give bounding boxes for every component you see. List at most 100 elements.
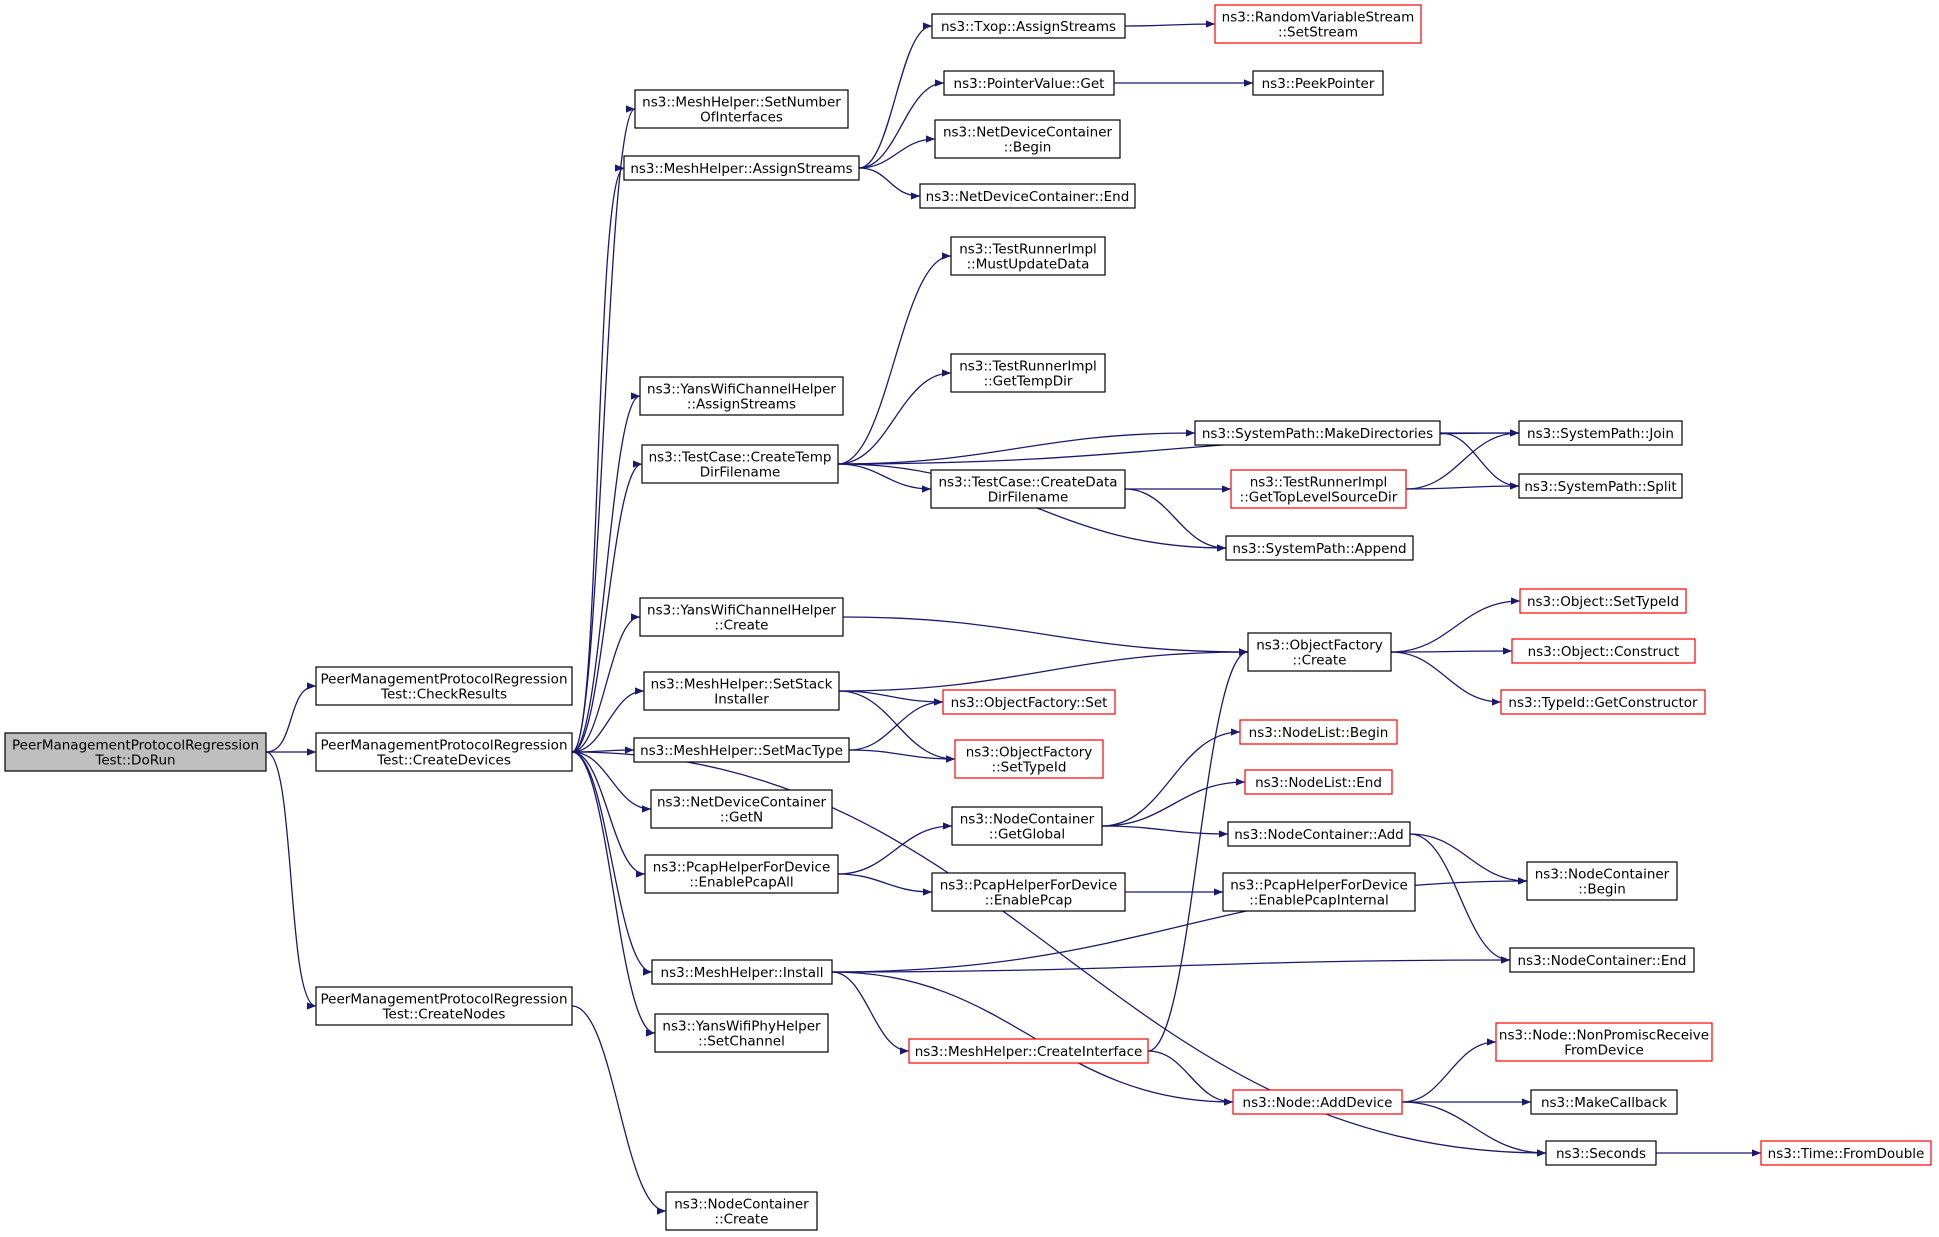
node-box-setstack[interactable] bbox=[643, 671, 840, 711]
node-peekpointer[interactable]: ns3::PeekPointer bbox=[1252, 70, 1384, 96]
node-box-typeid_getctor[interactable] bbox=[1500, 689, 1706, 715]
node-mh_install[interactable]: ns3::MeshHelper::Install bbox=[651, 959, 833, 985]
node-txop_assign[interactable]: ns3::Txop::AssignStreams bbox=[931, 13, 1126, 39]
node-yanschan_assign[interactable]: ns3::YansWifiChannelHelper::AssignStream… bbox=[639, 376, 844, 416]
node-setmac[interactable]: ns3::MeshHelper::SetMacType bbox=[633, 737, 850, 763]
node-pcap_enable[interactable]: ns3::PcapHelperForDevice::EnablePcap bbox=[931, 872, 1126, 912]
node-box-txop_assign[interactable] bbox=[931, 13, 1126, 39]
node-box-checkresults[interactable] bbox=[315, 666, 573, 706]
node-box-yansphy_setchan[interactable] bbox=[654, 1013, 829, 1053]
node-nl_end[interactable]: ns3::NodeList::End bbox=[1244, 769, 1393, 795]
node-ndc_getn[interactable]: ns3::NetDeviceContainer::GetN bbox=[650, 789, 833, 829]
node-yansphy_setchan[interactable]: ns3::YansWifiPhyHelper::SetChannel bbox=[654, 1013, 829, 1053]
node-box-tri_gettop[interactable] bbox=[1230, 469, 1407, 509]
node-box-ndc_end[interactable] bbox=[919, 183, 1136, 209]
node-box-nc_begin[interactable] bbox=[1526, 861, 1678, 901]
node-box-pcap_internal[interactable] bbox=[1222, 872, 1416, 912]
node-box-tri_must[interactable] bbox=[950, 236, 1106, 276]
node-box-of_set[interactable] bbox=[942, 689, 1116, 715]
node-box-sp_join[interactable] bbox=[1518, 420, 1683, 446]
node-box-nl_end[interactable] bbox=[1244, 769, 1393, 795]
node-box-of_settypeid[interactable] bbox=[954, 739, 1104, 779]
node-box-sp_makedirs[interactable] bbox=[1194, 420, 1441, 446]
node-of_set[interactable]: ns3::ObjectFactory::Set bbox=[942, 689, 1116, 715]
node-box-pointer_get[interactable] bbox=[943, 70, 1115, 96]
node-nl_begin[interactable]: ns3::NodeList::Begin bbox=[1239, 719, 1398, 745]
node-createdevices[interactable]: PeerManagementProtocolRegressionTest::Cr… bbox=[315, 732, 573, 772]
node-box-node_adddevice[interactable] bbox=[1232, 1089, 1403, 1115]
node-seconds[interactable]: ns3::Seconds bbox=[1545, 1140, 1657, 1166]
node-obj_construct[interactable]: ns3::Object::Construct bbox=[1511, 638, 1696, 664]
node-ndc_begin[interactable]: ns3::NetDeviceContainer::Begin bbox=[934, 119, 1121, 159]
node-box-node_nonpromisc[interactable] bbox=[1495, 1022, 1713, 1062]
node-pointer_get[interactable]: ns3::PointerValue::Get bbox=[943, 70, 1115, 96]
node-box-mh_assign[interactable] bbox=[623, 155, 860, 181]
node-box-createnodes[interactable] bbox=[315, 986, 573, 1026]
node-createnodes[interactable]: PeerManagementProtocolRegressionTest::Cr… bbox=[315, 986, 573, 1026]
node-obj_settypeid[interactable]: ns3::Object::SetTypeId bbox=[1519, 588, 1687, 614]
node-nc_getglobal[interactable]: ns3::NodeContainer::GetGlobal bbox=[951, 806, 1103, 846]
node-makecallback[interactable]: ns3::MakeCallback bbox=[1530, 1089, 1678, 1115]
node-box-mh_createif[interactable] bbox=[908, 1038, 1149, 1064]
node-box-makecallback[interactable] bbox=[1530, 1089, 1678, 1115]
node-box-of_create[interactable] bbox=[1247, 632, 1392, 672]
node-box-yanschan_create[interactable] bbox=[639, 597, 844, 637]
node-rvs_setstream[interactable]: ns3::RandomVariableStream::SetStream bbox=[1214, 4, 1422, 44]
node-node_adddevice[interactable]: ns3::Node::AddDevice bbox=[1232, 1089, 1403, 1115]
node-of_create[interactable]: ns3::ObjectFactory::Create bbox=[1247, 632, 1392, 672]
node-box-seconds[interactable] bbox=[1545, 1140, 1657, 1166]
node-tri_gettemp[interactable]: ns3::TestRunnerImpl::GetTempDir bbox=[950, 353, 1106, 393]
node-nc_create[interactable]: ns3::NodeContainer::Create bbox=[665, 1191, 818, 1231]
node-yanschan_create[interactable]: ns3::YansWifiChannelHelper::Create bbox=[639, 597, 844, 637]
node-box-createdevices[interactable] bbox=[315, 732, 573, 772]
node-tri_gettop[interactable]: ns3::TestRunnerImpl::GetTopLevelSourceDi… bbox=[1230, 469, 1407, 509]
node-pcap_all[interactable]: ns3::PcapHelperForDevice::EnablePcapAll bbox=[644, 854, 839, 894]
node-box-peekpointer[interactable] bbox=[1252, 70, 1384, 96]
node-box-ndc_getn[interactable] bbox=[650, 789, 833, 829]
node-box-sp_split[interactable] bbox=[1518, 473, 1683, 499]
node-time_fromdouble[interactable]: ns3::Time::FromDouble bbox=[1760, 1140, 1932, 1166]
node-of_settypeid[interactable]: ns3::ObjectFactory::SetTypeId bbox=[954, 739, 1104, 779]
node-box-obj_construct[interactable] bbox=[1511, 638, 1696, 664]
node-mh_assign[interactable]: ns3::MeshHelper::AssignStreams bbox=[623, 155, 860, 181]
node-box-nl_begin[interactable] bbox=[1239, 719, 1398, 745]
node-dorun[interactable]: PeerManagementProtocolRegressionTest::Do… bbox=[4, 732, 267, 772]
node-nc_begin[interactable]: ns3::NodeContainer::Begin bbox=[1526, 861, 1678, 901]
node-box-setnumif[interactable] bbox=[634, 89, 849, 129]
node-nc_end[interactable]: ns3::NodeContainer::End bbox=[1509, 947, 1695, 973]
node-box-tri_gettemp[interactable] bbox=[950, 353, 1106, 393]
node-box-sp_append[interactable] bbox=[1225, 535, 1414, 561]
node-box-ndc_begin[interactable] bbox=[934, 119, 1121, 159]
node-sp_join[interactable]: ns3::SystemPath::Join bbox=[1518, 420, 1683, 446]
node-box-time_fromdouble[interactable] bbox=[1760, 1140, 1932, 1166]
node-pcap_internal[interactable]: ns3::PcapHelperForDevice::EnablePcapInte… bbox=[1222, 872, 1416, 912]
node-tri_must[interactable]: ns3::TestRunnerImpl::MustUpdateData bbox=[950, 236, 1106, 276]
node-typeid_getctor[interactable]: ns3::TypeId::GetConstructor bbox=[1500, 689, 1706, 715]
node-box-mh_install[interactable] bbox=[651, 959, 833, 985]
node-box-pcap_all[interactable] bbox=[644, 854, 839, 894]
node-box-setmac[interactable] bbox=[633, 737, 850, 763]
node-box-nc_end[interactable] bbox=[1509, 947, 1695, 973]
node-box-nc_add[interactable] bbox=[1227, 821, 1411, 847]
node-ndc_end[interactable]: ns3::NetDeviceContainer::End bbox=[919, 183, 1136, 209]
node-box-rvs_setstream[interactable] bbox=[1214, 4, 1422, 44]
node-box-dorun[interactable] bbox=[4, 732, 267, 772]
node-sp_split[interactable]: ns3::SystemPath::Split bbox=[1518, 473, 1683, 499]
node-box-yanschan_assign[interactable] bbox=[639, 376, 844, 416]
node-checkresults[interactable]: PeerManagementProtocolRegressionTest::Ch… bbox=[315, 666, 573, 706]
node-box-createdata[interactable] bbox=[930, 469, 1126, 509]
node-box-createtemp[interactable] bbox=[641, 444, 839, 484]
node-sp_append[interactable]: ns3::SystemPath::Append bbox=[1225, 535, 1414, 561]
node-box-obj_settypeid[interactable] bbox=[1519, 588, 1687, 614]
node-box-pcap_enable[interactable] bbox=[931, 872, 1126, 912]
node-box-nc_getglobal[interactable] bbox=[951, 806, 1103, 846]
node-nc_add[interactable]: ns3::NodeContainer::Add bbox=[1227, 821, 1411, 847]
node-box-nc_create[interactable] bbox=[665, 1191, 818, 1231]
node-mh_createif[interactable]: ns3::MeshHelper::CreateInterface bbox=[908, 1038, 1149, 1064]
node-sp_makedirs[interactable]: ns3::SystemPath::MakeDirectories bbox=[1194, 420, 1441, 446]
